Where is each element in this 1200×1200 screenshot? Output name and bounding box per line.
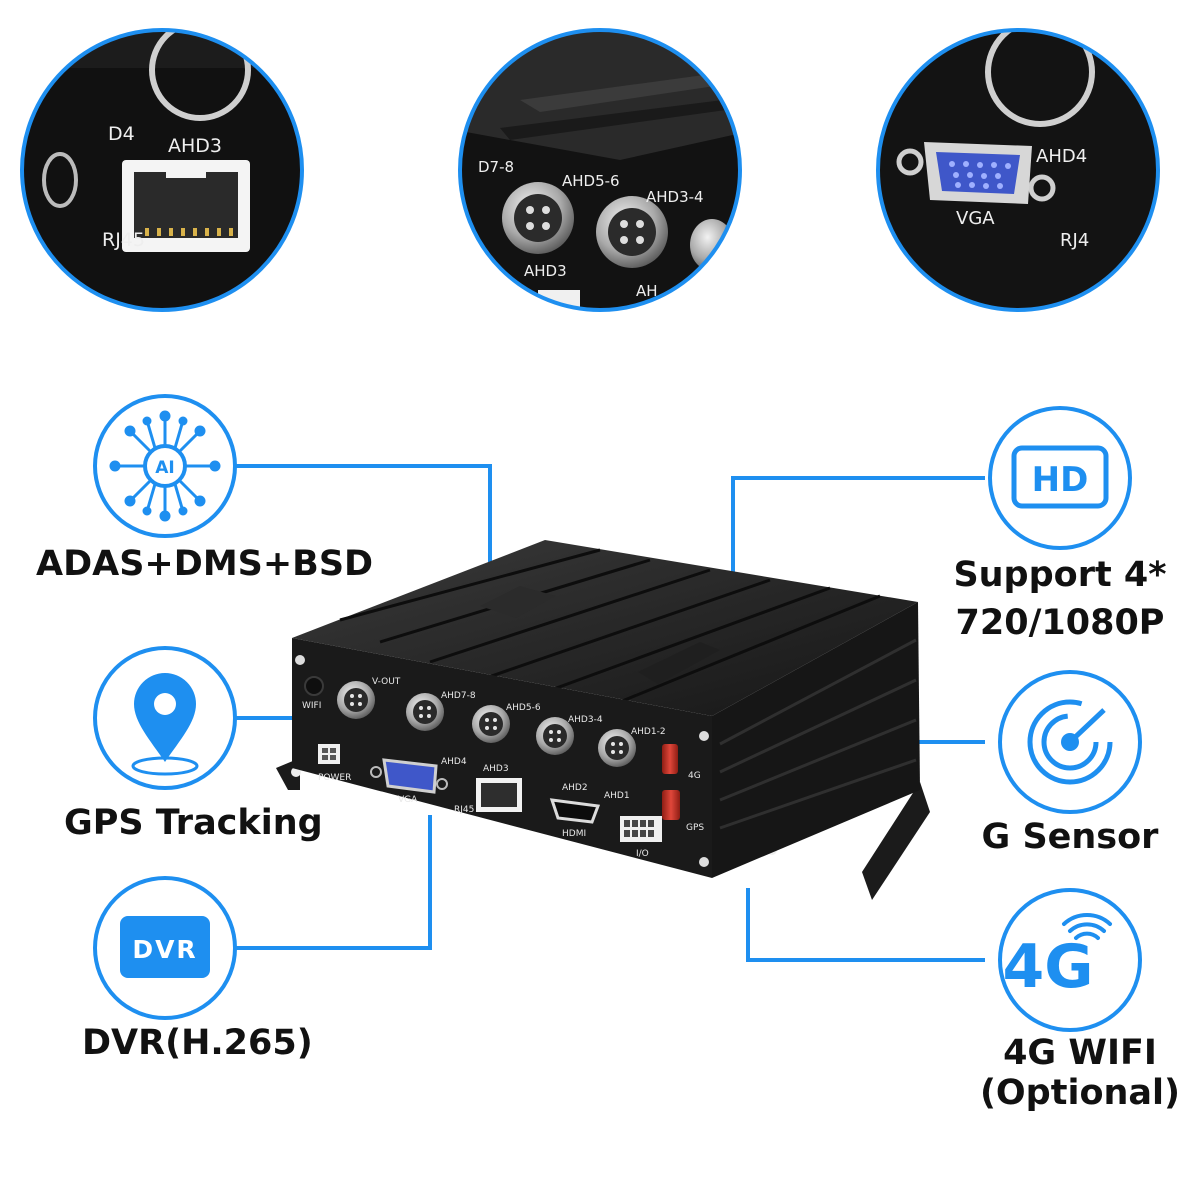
port-label: AHD1-2: [631, 727, 666, 737]
port-label: VGA: [398, 795, 418, 805]
zoom-label: AHD3: [524, 262, 567, 280]
port-label: V-OUT: [372, 677, 401, 687]
connector-lines: [235, 464, 985, 962]
aviation-connector-row: [337, 681, 636, 767]
port-label: AHD3-4: [568, 715, 603, 725]
port-label: AHD4: [441, 757, 467, 767]
hdmi-port: [549, 798, 601, 824]
port-label: 4G: [688, 771, 701, 781]
feature-label-gps: GPS Tracking: [64, 803, 323, 843]
port-label: I/O: [636, 849, 649, 859]
feature-label-adas: ADAS+DMS+BSD: [36, 544, 374, 584]
feature-label-hd-line1: Support 4*: [953, 555, 1167, 595]
mobile-dvr-device: WIFI V-OUT AHD7-8 AHD5-6 AHD3-4 AHD1-2 P…: [276, 540, 930, 900]
zoom-label: AHD4: [1036, 146, 1087, 167]
zoom-label: RJ4: [1060, 230, 1089, 251]
hd-icon-text: HD: [1032, 460, 1089, 500]
map-pin-icon: [93, 646, 237, 790]
feature-label-g-sensor: G Sensor: [981, 817, 1159, 857]
ai-icon-text: AI: [155, 458, 174, 478]
4g-icon-text: 4G: [1003, 932, 1094, 1002]
port-label: HDMI: [562, 829, 586, 839]
zoom-circle-connectors: D7-8 AHD5-6 AHD3-4 AHD3 AH: [458, 28, 742, 312]
port-label: AHD3: [483, 764, 509, 774]
4g-wifi-icon: 4G: [998, 888, 1142, 1032]
port-label: WIFI: [302, 701, 321, 711]
vga-port: [382, 758, 438, 794]
port-label: POWER: [318, 773, 351, 783]
hd-icon: HD: [988, 406, 1132, 550]
zoom-label: VGA: [956, 208, 995, 229]
zoom-label: D7-8: [478, 158, 514, 176]
ai-chip-icon: AI: [93, 394, 237, 538]
port-label: AHD5-6: [506, 703, 541, 713]
zoom-label: AHD3: [168, 135, 222, 157]
zoom-circle-rj45: D4 AHD3 RJ45: [20, 28, 304, 312]
zoom-label: D4: [108, 123, 135, 145]
4g-antenna-port: [662, 744, 678, 774]
zoom-label: AH: [636, 282, 658, 300]
io-port: [620, 816, 662, 842]
aviation-connector: [502, 182, 574, 254]
zoom-label: AHD3-4: [646, 188, 704, 206]
feature-label-4g-line2: (Optional): [979, 1073, 1181, 1113]
gps-antenna-port: [662, 790, 680, 820]
power-port: [318, 744, 340, 764]
radar-icon: [998, 670, 1142, 814]
port-label: RJ45: [454, 805, 474, 815]
port-label: AHD7-8: [441, 691, 476, 701]
feature-label-dvr: DVR(H.265): [82, 1023, 313, 1063]
feature-label-4g-line1: 4G WIFI: [1003, 1033, 1157, 1073]
zoom-label: AHD5-6: [562, 172, 620, 190]
port-label: GPS: [686, 823, 704, 833]
port-label: AHD2: [562, 783, 588, 793]
feature-label-hd-line2: 720/1080P: [955, 603, 1165, 643]
zoom-label: RJ45: [102, 229, 145, 251]
port-label: AHD1: [604, 791, 630, 801]
aviation-connector: [596, 196, 668, 268]
zoom-circle-vga: AHD4 VGA RJ4: [876, 28, 1160, 312]
dvr-icon-text: DVR: [132, 935, 197, 964]
dvr-icon: DVR: [93, 876, 237, 1020]
vga-port: [936, 152, 1020, 194]
